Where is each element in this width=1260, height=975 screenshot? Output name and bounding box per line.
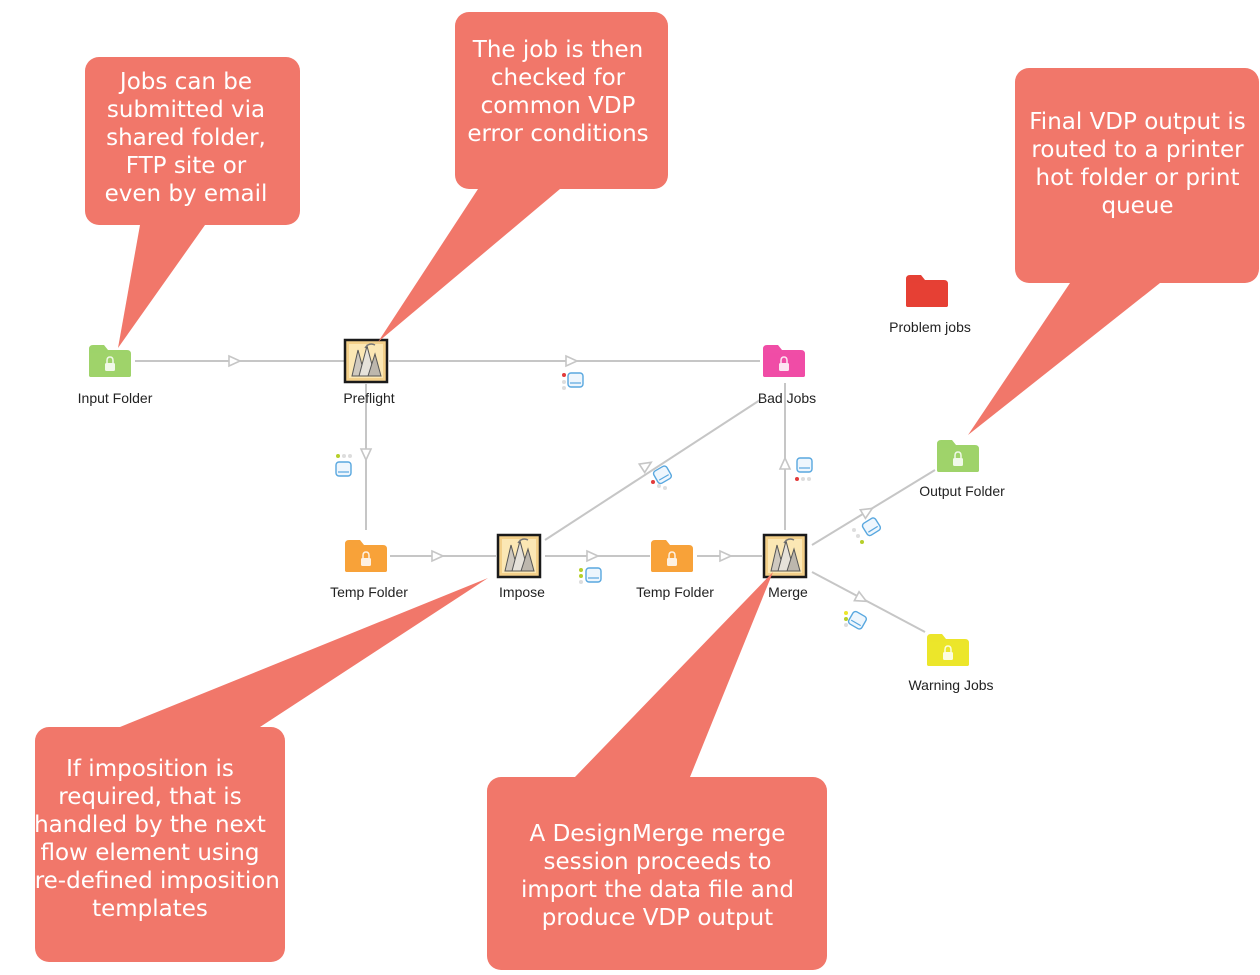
- connector-merge-warning[interactable]: [811, 571, 926, 633]
- node-label-merge: Merge: [768, 584, 808, 600]
- node-label-temp1: Temp Folder: [330, 584, 408, 600]
- error-connection-icon: [562, 372, 584, 390]
- connector-arrow-icon: [858, 507, 874, 520]
- lock-icon: [667, 551, 677, 566]
- connectors: [135, 354, 936, 633]
- success-connection-icon: [852, 517, 882, 544]
- connector-arrow-icon: [719, 549, 733, 563]
- app-icon[interactable]: [762, 533, 808, 579]
- callout-impose-balloon: [35, 727, 285, 962]
- callout-preflight-pointer: [378, 189, 560, 342]
- lock-icon: [953, 451, 963, 466]
- connector-arrow-icon: [431, 549, 445, 563]
- error-connection-icon: [651, 465, 673, 490]
- connector-arrow-icon: [228, 354, 242, 368]
- connector-arrow-icon: [778, 456, 792, 470]
- connector-arrow-icon: [637, 461, 653, 474]
- node-label-impose: Impose: [499, 584, 545, 600]
- lock-icon: [779, 356, 789, 371]
- folder-lock-icon[interactable]: [345, 540, 387, 572]
- folder-icon[interactable]: [906, 275, 948, 307]
- node-label-bad: Bad Jobs: [757, 390, 817, 406]
- callout-preflight-text: The job is then checked for common VDP e…: [467, 37, 649, 147]
- connector-arrow-icon: [853, 590, 869, 603]
- warning-connection-icon: [844, 610, 868, 630]
- callout-submit-text: Jobs can be submitted via shared folder,…: [104, 69, 268, 207]
- node-label-output: Output Folder: [919, 483, 1005, 499]
- connector-arrow-icon: [565, 354, 579, 368]
- node-label-input: Input Folder: [77, 390, 153, 406]
- callout-submit-balloon: [85, 57, 300, 225]
- folder-lock-icon[interactable]: [937, 440, 979, 472]
- callout-merge-pointer: [575, 572, 773, 777]
- callout-preflight-balloon: [455, 12, 668, 189]
- callout-merge-text: A DesignMerge merge session proceeds to …: [520, 821, 795, 931]
- folder-lock-icon[interactable]: [927, 634, 969, 666]
- connector-arrow-icon: [359, 448, 373, 462]
- folder-lock-icon[interactable]: [89, 345, 131, 377]
- callout-output-text: Final VDP output is routed to a printer …: [1029, 109, 1246, 219]
- connector-arrow-icon: [586, 549, 600, 563]
- callout-merge-balloon: [487, 777, 827, 970]
- folder-lock-icon[interactable]: [651, 540, 693, 572]
- success-connection-icon: [335, 454, 352, 477]
- callout-impose-text: If imposition is required, that is handl…: [20, 756, 280, 922]
- node-label-problem: Problem jobs: [889, 319, 971, 335]
- callout-output-pointer: [968, 283, 1160, 435]
- node-label-temp2: Temp Folder: [636, 584, 714, 600]
- callouts: [35, 12, 1259, 970]
- callout-impose-pointer: [120, 578, 488, 727]
- callout-submit-pointer: [118, 225, 205, 348]
- callout-output-balloon: [1015, 68, 1259, 283]
- app-icon[interactable]: [343, 338, 389, 384]
- lock-icon: [361, 551, 371, 566]
- error-connection-icon: [795, 457, 813, 481]
- app-icon[interactable]: [496, 533, 542, 579]
- node-label-warning: Warning Jobs: [908, 677, 994, 693]
- lock-icon: [943, 645, 953, 660]
- connector-impose-bad[interactable]: [544, 399, 761, 541]
- success-connection-icon: [579, 567, 602, 584]
- folder-lock-icon[interactable]: [763, 345, 805, 377]
- node-label-preflight: Preflight: [343, 390, 395, 406]
- lock-icon: [105, 356, 115, 371]
